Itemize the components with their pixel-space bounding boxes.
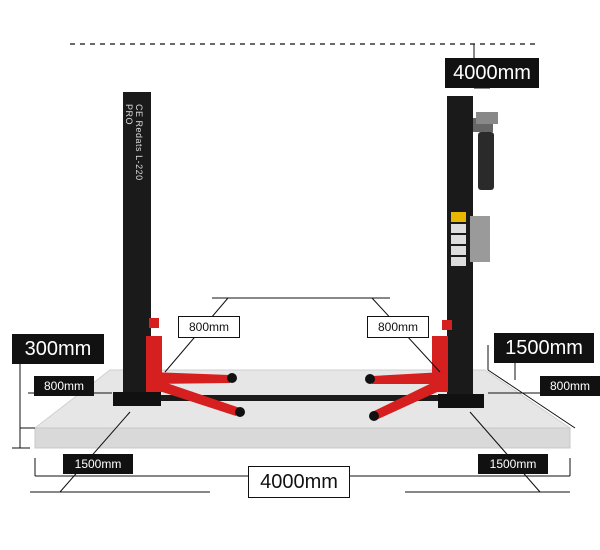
depth-label: 1500mm (494, 333, 594, 363)
certification-mark: CE (134, 104, 144, 118)
motor (478, 132, 494, 190)
column-branding: CE Redats L-220 PRO (120, 104, 144, 204)
right-front-pad (369, 411, 379, 421)
left-arm-rear (150, 372, 230, 384)
cross-beam (150, 395, 450, 401)
base-diag-left (59, 411, 131, 493)
right-rear-pad (365, 374, 375, 384)
left-rear-pad (227, 373, 237, 383)
width-bottom-label: 4000mm (248, 466, 350, 498)
arm-left-label: 800mm (178, 316, 240, 338)
warning-sticker-2 (451, 224, 466, 233)
height-side-label: 300mm (12, 334, 104, 364)
left-front-pad (235, 407, 245, 417)
platform-left-label: 800mm (34, 376, 94, 396)
brand-name: Redats (134, 120, 144, 153)
motor-cap (476, 112, 498, 124)
floor-front (34, 427, 571, 449)
warning-sticker-1 (451, 212, 466, 222)
right-column-bracket (442, 320, 452, 330)
left-column-base (113, 392, 161, 406)
warning-sticker-4 (451, 246, 466, 255)
right-arm-front (372, 378, 446, 420)
right-column-base (438, 394, 484, 408)
base-right-label: 1500mm (478, 454, 548, 474)
height-top-label: 4000mm (445, 58, 539, 88)
base-diag-right (469, 411, 541, 493)
left-arm-front (150, 378, 240, 416)
left-column-bracket (149, 318, 159, 328)
model-variant: PRO (124, 104, 134, 126)
base-left-label: 1500mm (63, 454, 133, 474)
control-box (470, 216, 490, 262)
right-arm-rear (372, 372, 444, 384)
platform-right-label: 800mm (540, 376, 600, 396)
right-depth-diag (487, 369, 576, 429)
warning-sticker-5 (451, 257, 466, 266)
warning-sticker-3 (451, 235, 466, 244)
model-name: L-220 (134, 155, 144, 181)
arm-right-label: 800mm (367, 316, 429, 338)
